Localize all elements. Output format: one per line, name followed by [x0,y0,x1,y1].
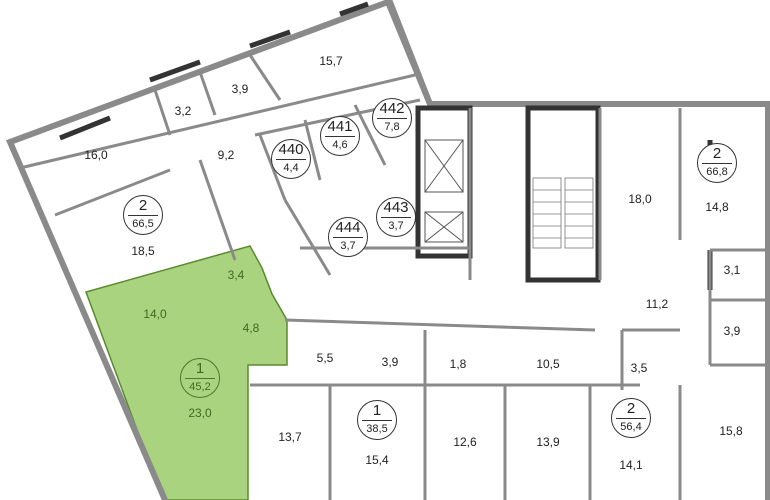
room-area: 14,1 [619,458,643,472]
storage-area: 4,4 [283,162,299,174]
room-area: 10,5 [536,357,560,371]
apartment-area: 66,5 [132,218,154,230]
room-area: 16,0 [84,148,108,162]
apartment-rooms: 1 [185,360,215,379]
storage-number: 443 [381,199,411,218]
storage-number: 442 [377,100,407,119]
room-area: 3,2 [174,104,192,118]
apartment-rooms: 2 [702,145,732,164]
staircase [532,177,594,249]
room-area: 3,5 [630,361,648,375]
elevator-shafts [424,139,464,243]
room-area: 12,6 [453,435,477,449]
storage-area: 7,8 [384,121,400,133]
storage-area: 3,7 [388,220,404,232]
room-area: 15,8 [719,424,743,438]
room-area: 3,9 [723,324,741,338]
room-area: 14,8 [705,200,729,214]
room-area: 13,7 [278,430,302,444]
room-area: 5,5 [316,351,334,365]
apartment-area: 38,5 [366,423,388,435]
room-area: 14,0 [143,307,167,321]
apartment-rooms: 2 [616,400,646,419]
room-area: 13,9 [536,435,560,449]
room-area: 11,2 [645,297,669,311]
storage-number: 444 [333,219,363,238]
apartment-rooms: 1 [362,402,392,421]
storage-number: 441 [325,118,355,137]
room-area: 15,4 [365,453,389,467]
room-area: 9,2 [217,148,235,162]
apartment-area: 45,2 [189,381,211,393]
apartment-area: 66,8 [706,166,728,178]
room-area: 3,9 [231,82,249,96]
room-area: 4,8 [242,321,260,335]
room-area: 23,0 [188,406,212,420]
storage-number: 440 [276,141,306,160]
room-area: 3,1 [723,263,741,277]
room-area: 3,9 [381,355,399,369]
room-area: 1,8 [449,357,467,371]
apartment-rooms: 2 [128,197,158,216]
storage-area: 4,6 [332,139,348,151]
room-area: 18,5 [131,244,155,258]
apartment-area: 56,4 [620,421,642,433]
room-area: 15,7 [319,54,343,68]
room-area: 3,4 [227,268,245,282]
room-area: 18,0 [628,192,652,206]
storage-area: 3,7 [340,240,356,252]
